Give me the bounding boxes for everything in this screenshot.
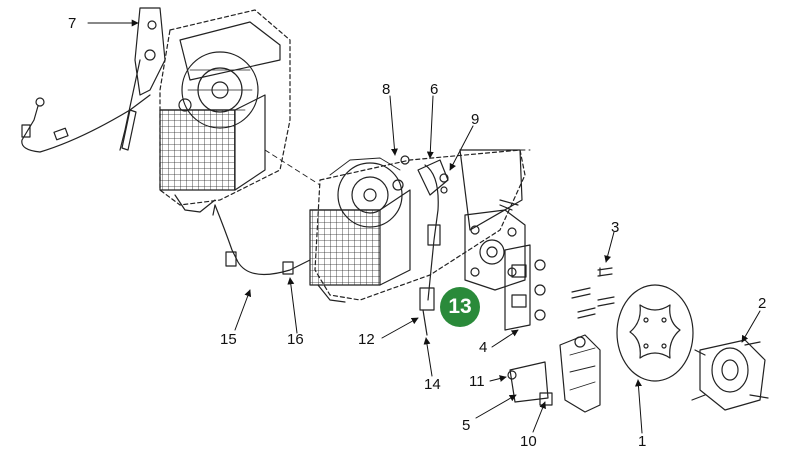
bolts-3: [571, 267, 615, 319]
callout-6: 6: [430, 81, 439, 98]
callout-1: 1: [638, 433, 647, 450]
highlight-badge-13: 13: [440, 287, 480, 327]
nut-11: [507, 370, 517, 380]
callout-5: 5: [462, 417, 471, 434]
callout-2: 2: [758, 295, 767, 312]
hub-plate: [464, 199, 526, 291]
left-cable: [21, 94, 151, 153]
callout-11: 11: [469, 373, 485, 390]
caliper-5: [509, 334, 601, 413]
lower-cable: [212, 204, 311, 276]
callout-16: 16: [287, 331, 304, 348]
callout-3: 3: [611, 219, 620, 236]
callout-14: 14: [424, 376, 441, 393]
assembly-lines: [264, 149, 531, 186]
upper-transmission-unit: [159, 9, 291, 213]
callout-15: 15: [220, 331, 237, 348]
wheel-hub: [691, 339, 769, 411]
callout-10: 10: [520, 433, 537, 450]
center-cable: [417, 159, 449, 336]
brake-disc: [616, 284, 694, 382]
callout-7: 7: [68, 15, 77, 32]
callout-12: 12: [358, 331, 375, 348]
bracket-4: [504, 244, 546, 331]
callout-4: 4: [479, 339, 488, 356]
callout-9: 9: [471, 111, 480, 128]
center-transmission-unit: [309, 149, 526, 303]
bracket-7: [119, 7, 166, 151]
callout-8: 8: [382, 81, 391, 98]
leader-lines: [87, 19, 761, 434]
